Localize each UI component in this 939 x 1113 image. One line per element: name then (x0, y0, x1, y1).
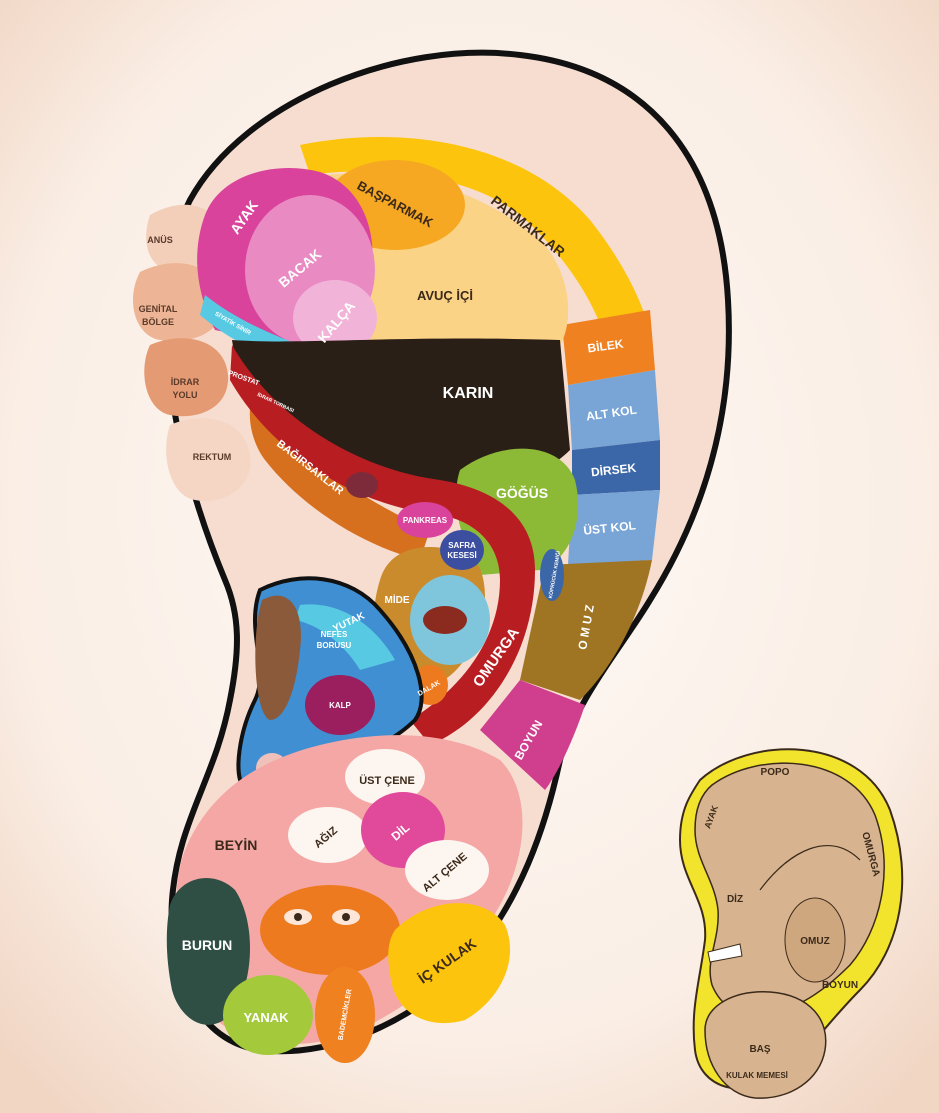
label-avuc-ici: AVUÇ İÇİ (417, 288, 473, 303)
kidney-icon (346, 472, 378, 498)
label-nefes-1: NEFES (321, 630, 348, 639)
safra-kesesi-zone (440, 530, 484, 570)
label-safra-1: SAFRA (448, 541, 476, 550)
label-burun: BURUN (182, 937, 233, 953)
gozler-zone (260, 885, 400, 975)
label-yanak: YANAK (243, 1010, 289, 1025)
label-safra-2: KESESİ (447, 551, 476, 560)
mini-label-bas: BAŞ (749, 1044, 770, 1055)
label-idrar-1: İDRAR (171, 377, 200, 387)
label-idrar-2: YOLU (172, 390, 197, 400)
label-anus: ANÜS (147, 235, 173, 245)
mini-label-boyun: BOYUN (822, 980, 858, 991)
label-rektum: REKTUM (193, 452, 232, 462)
label-ust-cene: ÜST ÇENE (359, 774, 415, 787)
label-kalp: KALP (329, 701, 351, 710)
eye-right-pupil (342, 913, 350, 921)
mini-label-diz: DİZ (727, 892, 743, 905)
label-nefes-2: BORUSU (317, 641, 352, 650)
mini-label-popo: POPO (761, 767, 790, 778)
label-gogus: GÖĞÜS (496, 484, 548, 501)
eye-left-pupil (294, 913, 302, 921)
label-pankreas: PANKREAS (403, 516, 448, 525)
label-mide: MİDE (385, 593, 410, 606)
label-beyin: BEYİN (215, 837, 258, 853)
mini-label-omuz: OMUZ (800, 936, 829, 947)
liver-icon (423, 606, 467, 634)
label-genital-2: BÖLGE (142, 317, 174, 327)
label-karin: KARIN (443, 385, 494, 402)
label-genital-1: GENİTAL (139, 304, 178, 314)
mini-label-kulak-memesi: KULAK MEMESİ (726, 1071, 788, 1080)
